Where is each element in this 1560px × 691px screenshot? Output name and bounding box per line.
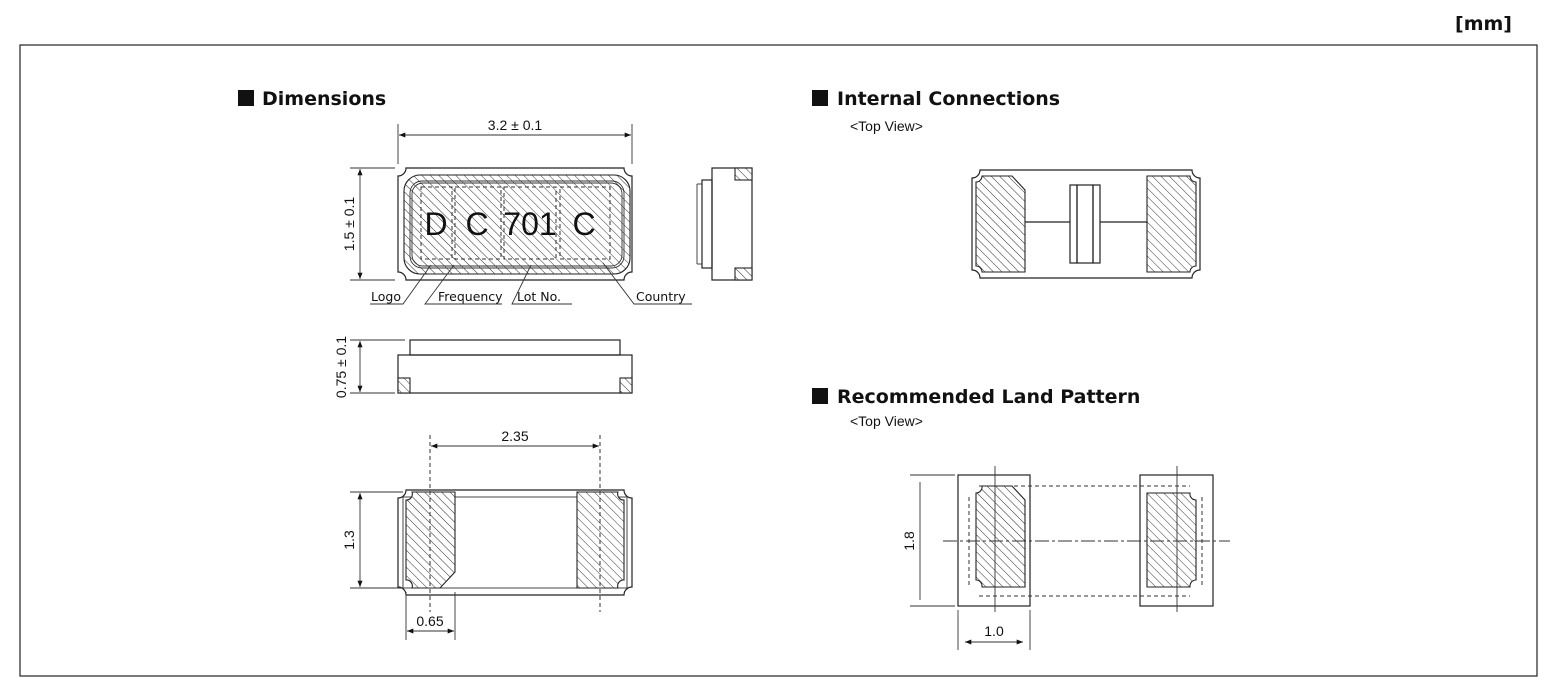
package-top-view: D C 701 C Logo Frequency Lot No. Country… [341, 117, 692, 305]
pad-width-dimension: 0.65 [416, 613, 443, 629]
internal-connections-diagram [971, 169, 1201, 279]
land-width-dimension: 1.0 [984, 623, 1004, 639]
marking-lot: 701 [503, 206, 556, 242]
dimensions-header: Dimensions [238, 88, 386, 110]
pad-pitch-dimension: 2.35 [501, 428, 528, 444]
marking-country: C [572, 206, 595, 242]
lot-label: Lot No. [517, 289, 561, 304]
package-front-view: 0.75 ± 0.1 [333, 336, 633, 398]
country-label: Country [636, 289, 686, 304]
marking-frequency: C [465, 206, 488, 242]
package-bottom-view: 2.35 1.3 0.65 [341, 428, 633, 640]
land-pattern-title: Recommended Land Pattern [837, 386, 1140, 408]
crystal-electrode [1092, 184, 1101, 264]
land-height-dimension: 1.8 [901, 531, 917, 551]
crystal-blank [1076, 184, 1094, 264]
square-bullet-icon [812, 388, 828, 404]
square-bullet-icon [812, 90, 828, 106]
length-dimension: 3.2 ± 0.1 [488, 117, 543, 133]
package-side-view [696, 167, 753, 281]
top-view-label: <Top View> [850, 413, 923, 429]
pad-height-dimension: 1.3 [341, 530, 357, 550]
unit-label: [mm] [1455, 13, 1512, 35]
dimensions-title: Dimensions [262, 88, 386, 110]
top-view-label: <Top View> [850, 118, 923, 134]
logo-label: Logo [371, 289, 401, 304]
width-dimension: 1.5 ± 0.1 [341, 197, 357, 252]
height-dimension: 0.75 ± 0.1 [333, 336, 349, 398]
internal-connections-header: Internal Connections <Top View> [812, 88, 1060, 134]
frequency-label: Frequency [438, 289, 503, 304]
land-pattern-diagram: 1.8 1.0 [901, 466, 1230, 650]
internal-connections-title: Internal Connections [837, 88, 1060, 110]
sheet-border [19, 44, 1538, 677]
land-pattern-header: Recommended Land Pattern <Top View> [812, 386, 1140, 429]
marking-logo: D [424, 206, 447, 242]
crystal-electrode [1069, 184, 1078, 264]
square-bullet-icon [238, 90, 254, 106]
